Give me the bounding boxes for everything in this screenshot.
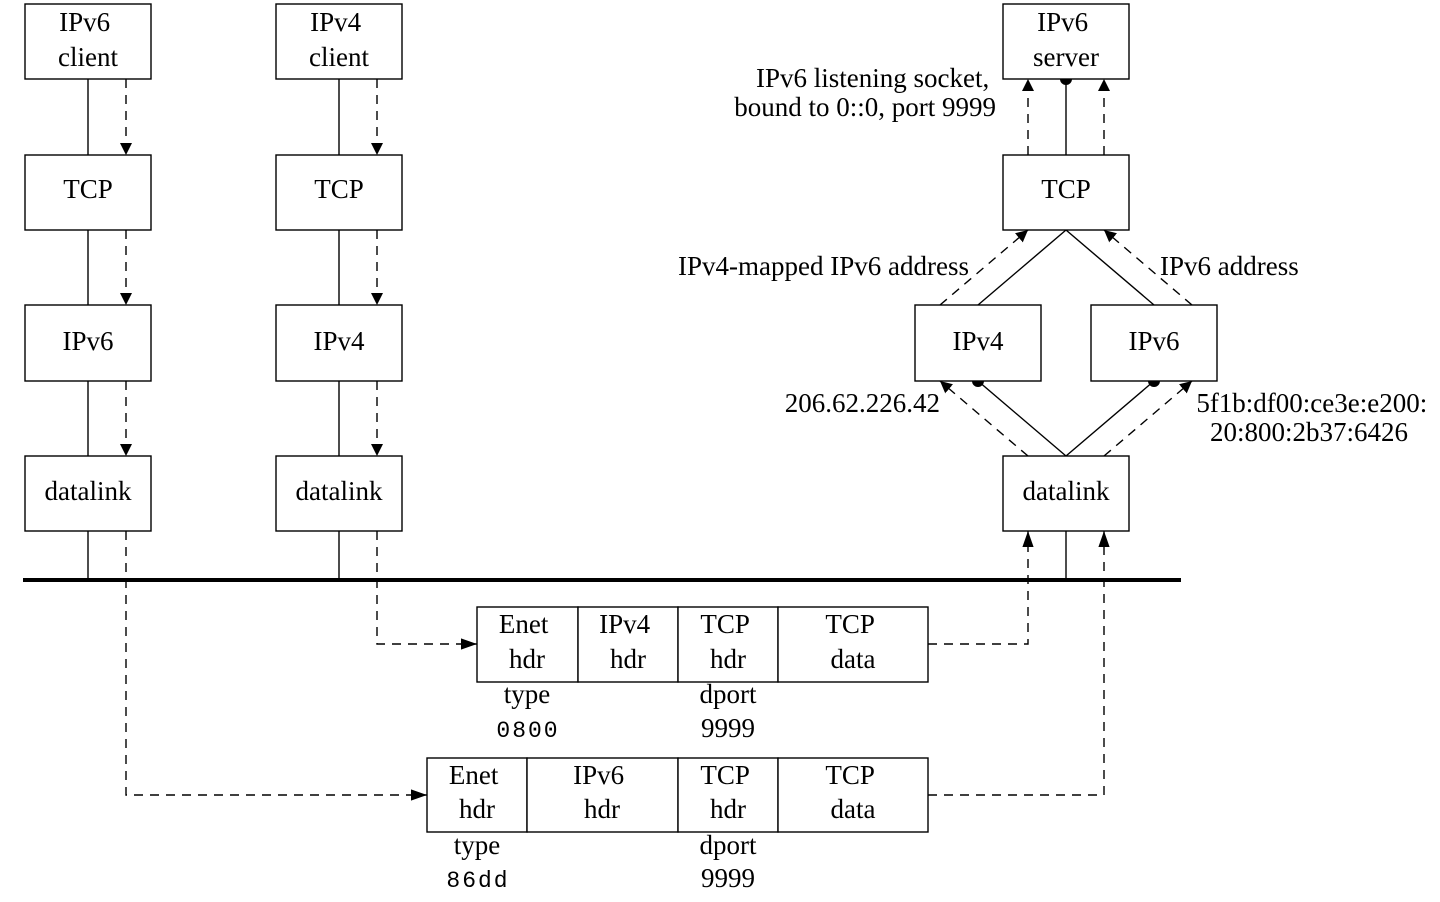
datalink-box — [24, 455, 152, 532]
server-tcp-label: TCP — [1041, 174, 1091, 204]
tcp-label: TCP — [314, 174, 364, 204]
ipv4-client-box — [275, 3, 403, 80]
packet-cell — [777, 757, 929, 833]
tcp-data-label: TCP data — [825, 760, 880, 824]
ipv4-packet: Enet hdr IPv4 hdr TCP hdr TCP data type … — [476, 606, 929, 744]
tcp-hdr-label: TCP hdr — [700, 609, 755, 674]
listening-socket-note: IPv6 listening socket, bound to 0::0, po… — [734, 63, 996, 122]
ipv4-box — [275, 304, 403, 382]
ipv4-client-label: IPv4 client — [309, 7, 369, 72]
server-ipv6-box — [1090, 304, 1218, 382]
datalink-label: datalink — [296, 476, 383, 506]
server-datalink-box — [1002, 455, 1130, 532]
packet-cell — [677, 606, 779, 683]
server-datalink-label: datalink — [1023, 476, 1110, 506]
server-ipv6-label: IPv6 — [1128, 326, 1179, 356]
server-ipv4-label: IPv4 — [952, 326, 1004, 356]
type-value: 86dd — [446, 868, 509, 894]
ipv6-hdr-label: IPv6 hdr — [573, 760, 631, 824]
packet-cell — [476, 606, 579, 683]
dport-value: 9999 — [701, 713, 755, 743]
ipv6-address-value: 5f1b:df00:ce3e:e200: 20:800:2b37:6426 — [1196, 388, 1434, 447]
ipv6-address-label: IPv6 address — [1160, 251, 1299, 281]
ipv6-packet-path-out — [125, 531, 427, 801]
ipv4-hdr-label: IPv4 hdr — [599, 609, 657, 674]
ipv6-client-label: IPv6 client — [58, 7, 118, 72]
ipv6-client-stack: IPv6 client TCP IPv6 datalink — [24, 3, 152, 580]
type-label: type — [504, 679, 551, 709]
ipv4-packet-path-in — [928, 531, 1034, 645]
packet-cell — [777, 606, 929, 683]
ipv6-packet-path-in — [928, 531, 1110, 796]
ipv4-client-stack: IPv4 client TCP IPv4 datalink — [275, 3, 403, 580]
ipv6-server-stack: IPv6 server TCP IPv4 IPv6 datalink — [914, 3, 1218, 580]
tcp-hdr-label: TCP hdr — [700, 760, 755, 824]
ipv6-client-box — [24, 3, 152, 80]
tcp-box — [275, 154, 403, 231]
packet-cell — [526, 757, 679, 833]
ipv6-label: IPv6 — [62, 326, 113, 356]
tcp-data-label: TCP data — [825, 609, 880, 674]
enet-hdr-label: Enet hdr — [499, 609, 555, 674]
ipv6-packet: Enet hdr IPv6 hdr TCP hdr TCP data type … — [426, 757, 929, 894]
ipv4-address-value: 206.62.226.42 — [785, 388, 940, 418]
ipv4-label: IPv4 — [313, 326, 365, 356]
tcp-label: TCP — [63, 174, 113, 204]
datalink-label: datalink — [45, 476, 132, 506]
server-ipv4-box — [914, 304, 1042, 382]
dport-value: 9999 — [701, 863, 755, 893]
enet-hdr-label: Enet hdr — [449, 760, 505, 824]
ipv6-server-label: IPv6 server — [1033, 7, 1099, 72]
server-tcp-box — [1002, 154, 1130, 231]
ipv6-box — [24, 304, 152, 382]
dport-label: dport — [700, 679, 757, 709]
ipv4-packet-path-out — [376, 531, 477, 650]
datalink-box — [275, 455, 403, 532]
dport-label: dport — [700, 830, 757, 860]
type-value: 0800 — [496, 718, 559, 744]
type-label: type — [454, 830, 501, 860]
tcp-box — [24, 154, 152, 231]
ipv4-mapped-label: IPv4-mapped IPv6 address — [678, 251, 969, 281]
ipv6-server-box — [1002, 3, 1130, 80]
